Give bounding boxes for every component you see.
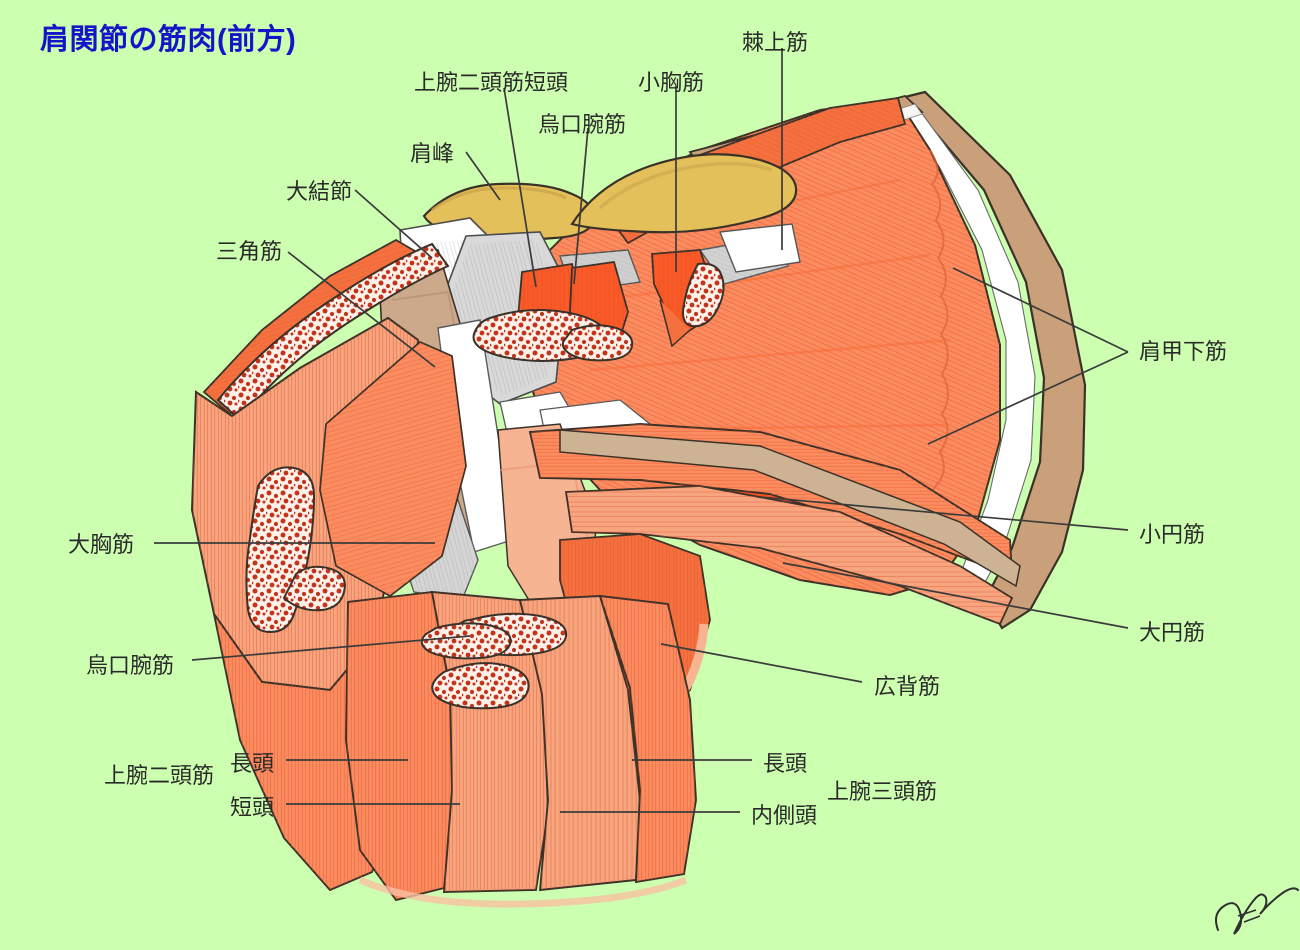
label-latissimus-dorsi: 広背筋 [874,674,941,699]
label-deltoid: 三角筋 [216,239,283,264]
bone-strip-cross [559,429,1021,588]
scapula-bone-rim [902,90,1087,630]
arm-group [345,590,697,908]
triceps-long-head-fibers [520,596,640,890]
leader-subscapularis-upper [952,267,1129,353]
pectoralis-cut-hook [282,565,346,612]
latissimus-band-fibers [566,486,1012,624]
pec-minor-tail [659,299,691,348]
leader-deltoid [287,251,436,368]
leader-greater-tubercle [354,189,433,259]
pectoralis-minor-group [651,249,725,348]
label-biceps-short-head: 上腕二頭筋短頭 [414,70,569,95]
leader-teres-major [782,562,1129,629]
acromion-coracoid-group [422,153,798,241]
pectoralis-flap-fibers [320,342,466,596]
label-pectoralis-minor: 小胸筋 [638,70,705,95]
pec-minor-cut-end [682,262,725,328]
teres-major-fibers [530,424,1012,576]
label-coracobrachialis-top: 烏口腕筋 [538,112,627,137]
label-biceps-short-head-2: 短頭 [230,795,275,820]
leader-coracobrachialis-bottom [191,635,471,661]
label-pectoralis-major: 大胸筋 [68,532,135,557]
label-biceps-brachii: 上腕二頭筋 [104,763,215,788]
label-teres-minor: 小円筋 [1139,522,1206,547]
label-triceps-medial-head: 内側頭 [751,803,818,828]
biceps-long-head-fibers [346,592,454,900]
artist-signature [1215,887,1299,935]
leader-latissimus-dorsi [660,643,863,683]
label-teres-major: 大円筋 [1139,620,1206,645]
leader-biceps-short-head [503,87,537,288]
leader-teres-minor [759,496,1129,531]
triceps-medial-head-fibers [600,596,696,882]
label-acromion: 肩峰 [410,141,455,166]
subscapularis-scallop [911,149,949,511]
page-title: 肩関節の筋肉(前方) [40,24,297,56]
leader-acromion [465,151,501,201]
leader-subscapularis-lower [927,351,1129,445]
label-coracobrachialis-bottom: 烏口腕筋 [86,653,175,678]
acromion-shade [431,186,567,212]
label-subscapularis: 肩甲下筋 [1139,339,1228,364]
arm-cut-stump-3 [431,662,530,710]
clavicle-shade [598,161,773,210]
label-triceps-brachii: 上腕三頭筋 [827,779,938,804]
label-biceps-long-head: 長頭 [230,751,275,776]
coraco-cut-end [561,324,634,362]
teres-major-group [528,423,1021,626]
leader-coracobrachialis [573,127,589,285]
clavicle-bone [570,153,798,234]
label-supraspinatus: 棘上筋 [742,30,809,55]
label-triceps-long-head: 長頭 [763,751,808,776]
deltoid-cut-surface [216,242,450,422]
label-greater-tubercle: 大結節 [286,179,353,204]
leader-lines-group [154,48,1129,813]
arm-cut-stump-2 [420,622,512,660]
tendon-band-5 [719,223,801,273]
arm-bottom-edge [358,876,688,908]
biceps-coracobrachialis-stumps [472,260,634,362]
